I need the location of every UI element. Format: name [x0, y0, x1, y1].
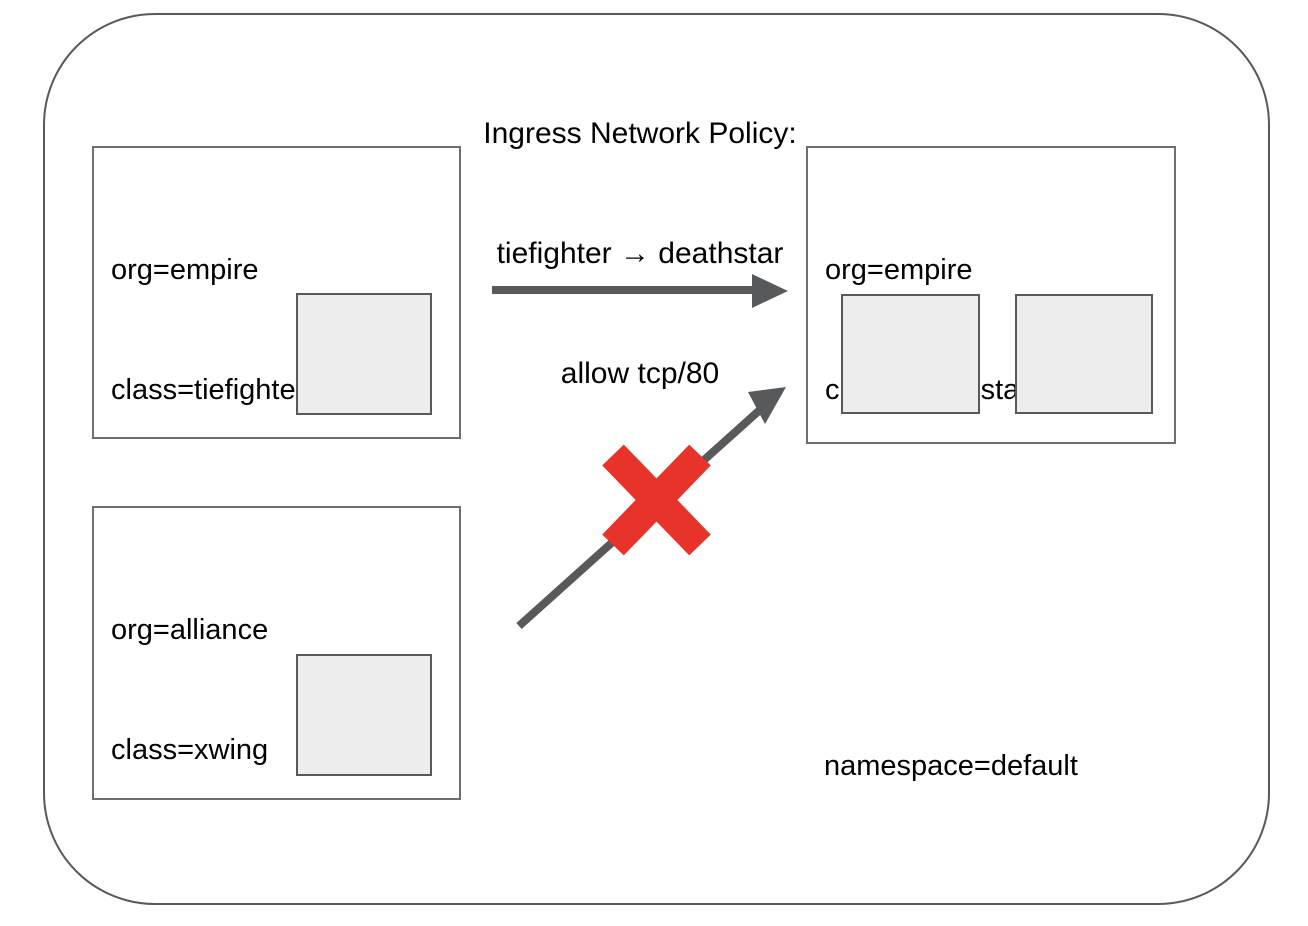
namespace-boundary [43, 13, 1270, 905]
endpoint-box-tiefighter: org=empire class=tiefighter [92, 146, 461, 439]
endpoint-label-class: class=xwing [111, 734, 269, 766]
endpoint-label-class: class=tiefighter [111, 374, 306, 406]
endpoint-label-org: org=empire [825, 254, 973, 286]
pod-placeholder [841, 294, 980, 414]
endpoint-labels-tiefighter: org=empire class=tiefighter [111, 170, 305, 490]
pod-placeholder [296, 293, 432, 415]
pod-placeholder [1015, 294, 1153, 414]
endpoint-label-org: org=empire [111, 254, 259, 286]
policy-caption-line-1: Ingress Network Policy: [483, 117, 797, 150]
endpoint-box-deathstar: org=empire class=deathstar [806, 146, 1176, 444]
namespace-label: namespace=default [824, 750, 1078, 782]
policy-caption-line-3: allow tcp/80 [560, 357, 720, 390]
endpoint-label-org: org=alliance [111, 614, 269, 646]
pod-placeholder [296, 654, 432, 776]
policy-caption: Ingress Network Policy: tiefighter → dea… [330, 34, 950, 474]
endpoint-labels-xwing: org=alliance class=xwing [111, 530, 268, 850]
policy-caption-line-2: tiefighter → deathstar [496, 237, 784, 270]
endpoint-box-xwing: org=alliance class=xwing [92, 506, 461, 800]
